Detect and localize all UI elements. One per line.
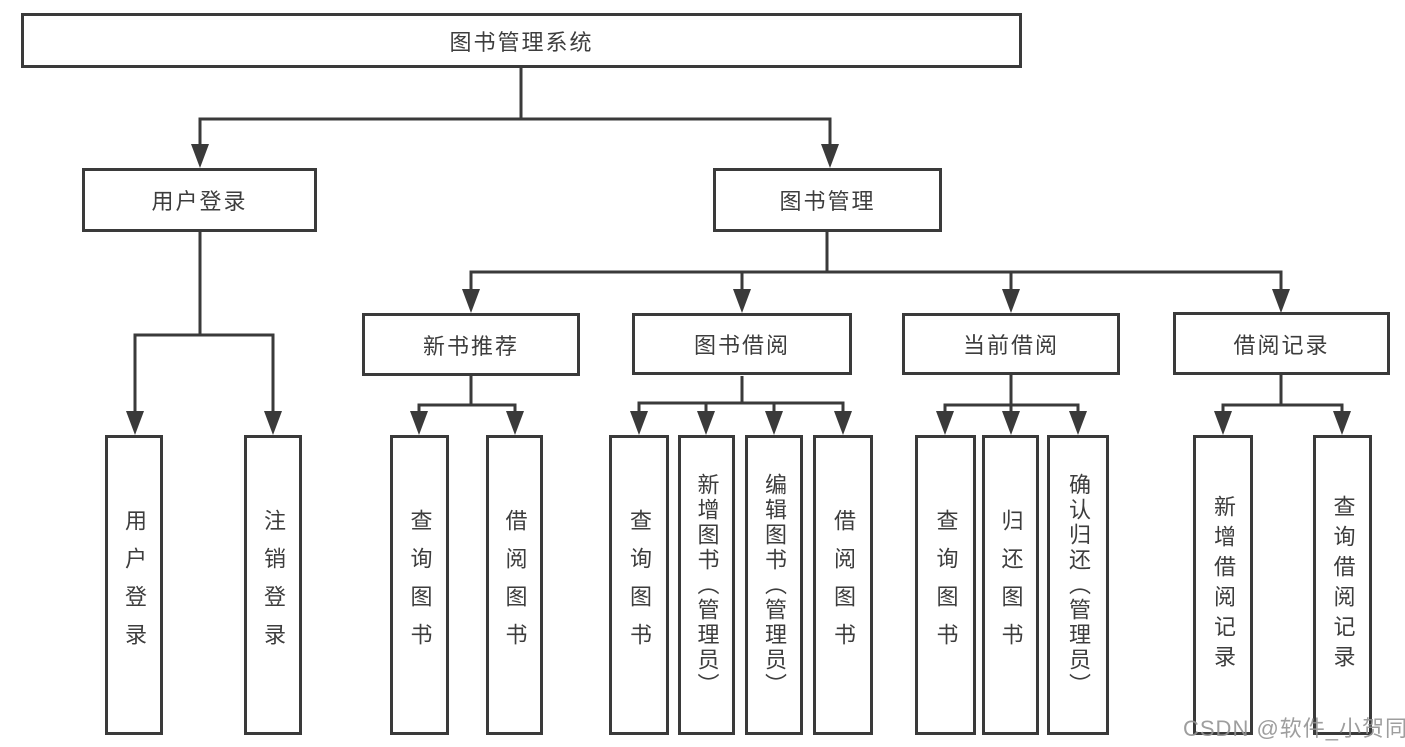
node-borrow-records: 借阅记录	[1173, 312, 1390, 375]
leaf-user-login: 用户登录	[105, 435, 163, 735]
node-book-management: 图书管理	[713, 168, 942, 232]
leaf-add-book-admin: 新增图书（管理员）	[678, 435, 735, 735]
leaf-confirm-return-admin: 确认归还（管理员）	[1047, 435, 1109, 735]
leaf-add-borrow-record: 新增借阅记录	[1193, 435, 1253, 735]
csdn-watermark: CSDN @软件_小贺同学	[1183, 716, 1405, 741]
leaf-borrow-query-books: 查询图书	[609, 435, 669, 735]
leaf-edit-book-admin: 编辑图书（管理员）	[745, 435, 803, 735]
node-book-borrow: 图书借阅	[632, 313, 852, 375]
node-current-borrow: 当前借阅	[902, 313, 1120, 375]
node-new-book-recommend: 新书推荐	[362, 313, 580, 376]
node-root-library-system: 图书管理系统	[21, 13, 1022, 68]
leaf-borrow-books: 借阅图书	[813, 435, 873, 735]
leaf-recommend-query-books: 查询图书	[390, 435, 449, 735]
leaf-current-query-books: 查询图书	[915, 435, 976, 735]
leaf-return-books: 归还图书	[982, 435, 1039, 735]
node-user-login: 用户登录	[82, 168, 317, 232]
leaf-recommend-borrow-books: 借阅图书	[486, 435, 543, 735]
leaf-query-borrow-record: 查询借阅记录	[1313, 435, 1372, 735]
leaf-logout: 注销登录	[244, 435, 302, 735]
